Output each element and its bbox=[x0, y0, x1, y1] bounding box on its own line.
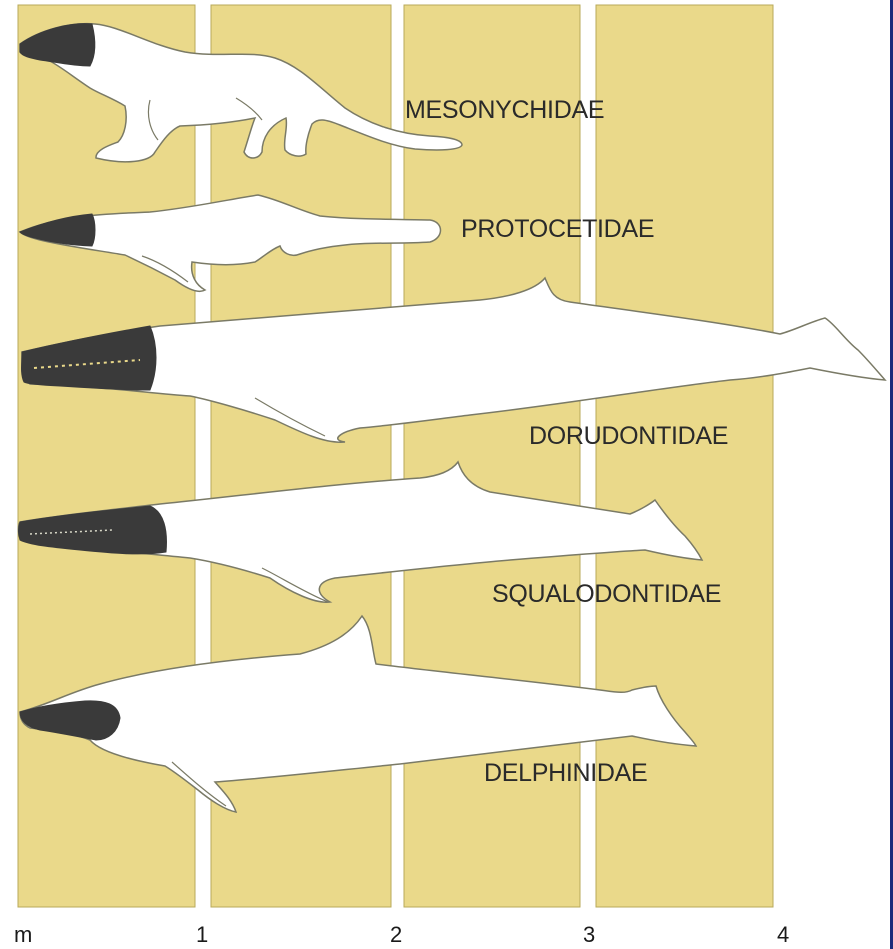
scale-axis: m 1 2 3 4 bbox=[14, 922, 789, 947]
scale-tick-3: 3 bbox=[583, 922, 595, 947]
label-dorudontidae: DORUDONTIDAE bbox=[529, 422, 728, 450]
label-mesonychidae: MESONYCHIDAE bbox=[405, 96, 604, 124]
scale-tick-2: 2 bbox=[390, 922, 402, 947]
label-delphinidae: DELPHINIDAE bbox=[484, 759, 647, 787]
scale-tick-4: 4 bbox=[777, 922, 789, 947]
scale-tick-1: 1 bbox=[196, 922, 208, 947]
scale-unit-label: m bbox=[14, 922, 32, 947]
scale-band-1 bbox=[18, 5, 195, 907]
label-protocetidae: PROTOCETIDAE bbox=[461, 215, 654, 243]
label-squalodontidae: SQUALODONTIDAE bbox=[492, 580, 721, 608]
